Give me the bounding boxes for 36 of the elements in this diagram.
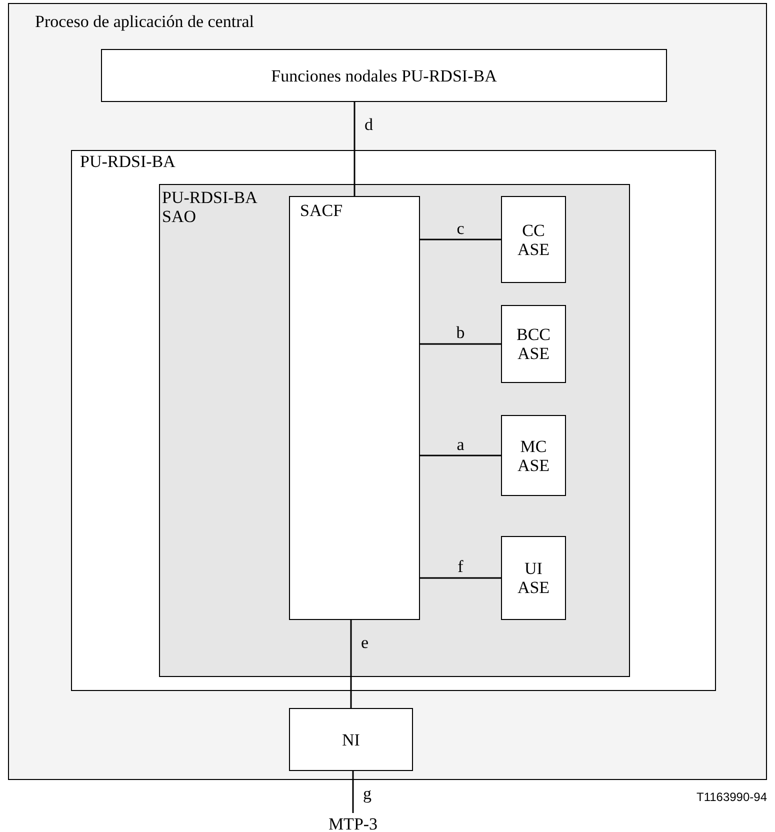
edge-label: d bbox=[364, 115, 373, 134]
node-label: CC ASE bbox=[516, 220, 551, 258]
function-box bbox=[501, 415, 566, 496]
connector-line bbox=[420, 577, 501, 579]
edge-label: g bbox=[363, 784, 372, 803]
figure-number: T1163990-94 bbox=[696, 790, 767, 804]
function-box bbox=[71, 150, 716, 691]
function-box bbox=[501, 196, 566, 283]
node-label: MTP-3 bbox=[328, 814, 378, 832]
function-box bbox=[101, 49, 667, 102]
node-label: MC ASE bbox=[516, 436, 551, 474]
connector-line bbox=[352, 771, 354, 813]
function-box bbox=[289, 708, 413, 771]
connector-line bbox=[420, 238, 501, 240]
connector-line bbox=[354, 102, 356, 196]
function-box bbox=[501, 536, 566, 620]
edge-label: b bbox=[456, 323, 465, 342]
connector-line bbox=[420, 343, 501, 345]
node-label: BCC ASE bbox=[515, 325, 552, 363]
edge-label: f bbox=[458, 557, 464, 576]
node-label: UI ASE bbox=[516, 559, 551, 597]
node-label: Proceso de aplicación de central bbox=[35, 12, 254, 31]
edge-label: a bbox=[456, 434, 464, 454]
function-box bbox=[159, 184, 630, 677]
node-label: PU-RDSI-BA SAO bbox=[162, 188, 257, 226]
edge-label: c bbox=[456, 218, 464, 238]
connector-line bbox=[350, 620, 352, 708]
edge-label: e bbox=[361, 633, 369, 652]
node-label: SACF bbox=[300, 201, 343, 220]
function-box bbox=[289, 196, 420, 620]
function-box bbox=[501, 305, 566, 383]
node-label: Funciones nodales PU-RDSI-BA bbox=[271, 66, 497, 85]
process-frame bbox=[8, 3, 767, 780]
node-label: PU-RDSI-BA bbox=[80, 152, 176, 171]
node-label: NI bbox=[342, 730, 360, 749]
connector-line bbox=[420, 454, 501, 456]
